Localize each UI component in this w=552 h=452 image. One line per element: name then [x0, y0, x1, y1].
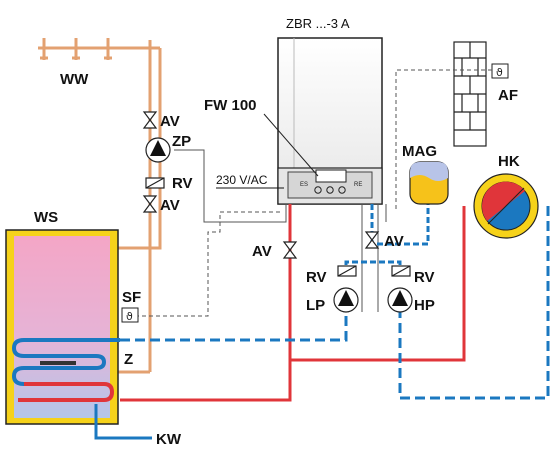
fw100-leader — [263, 113, 319, 177]
shutoff-valve-av4 — [364, 231, 380, 249]
label-af: AF — [498, 87, 518, 104]
circulation-pump-zp — [145, 137, 171, 163]
return-from-heating — [398, 206, 550, 400]
expansion-vessel — [409, 161, 449, 205]
label-hk: HK — [498, 153, 520, 170]
outside-wall — [453, 41, 487, 147]
boiler-pipes — [288, 204, 387, 360]
check-valve-rv2 — [337, 265, 357, 277]
flow-to-tank — [120, 360, 292, 402]
label-zp: ZP — [172, 133, 191, 150]
boiler — [277, 37, 383, 205]
storage-sensor-symbol: ϑ — [126, 310, 133, 323]
outdoor-sensor-symbol: ϑ — [496, 66, 503, 79]
heating-pump-hp — [387, 287, 413, 313]
label-mag: MAG — [402, 143, 437, 160]
label-rv2: RV — [306, 269, 327, 286]
hot-water-taps — [38, 38, 160, 60]
label-av2: AV — [160, 197, 180, 214]
label-ww: WW — [60, 71, 89, 88]
shutoff-valve-av2 — [142, 195, 158, 213]
label-av3: AV — [252, 243, 272, 260]
check-valve-rv1 — [145, 177, 165, 189]
label-voltage: 230 V/AC — [216, 173, 268, 187]
label-hp: HP — [414, 297, 435, 314]
label-kw: KW — [156, 431, 182, 448]
label-rv3: RV — [414, 269, 435, 286]
flow-to-heating — [290, 206, 466, 362]
storage-charge-pump-lp — [333, 287, 359, 313]
label-rv1: RV — [172, 175, 193, 192]
storage-tank — [5, 229, 119, 425]
shutoff-valve-av3 — [282, 241, 298, 259]
label-av1: AV — [160, 113, 180, 130]
cold-water-feed — [94, 404, 152, 440]
check-valve-rv3 — [391, 265, 411, 277]
label-ws: WS — [34, 209, 58, 226]
label-z: Z — [124, 351, 133, 368]
storage-sensor — [121, 307, 139, 323]
heating-circuit — [473, 173, 539, 239]
outdoor-sensor — [491, 63, 509, 79]
tank-coil-blue — [11, 338, 120, 386]
boiler-left-mark: ES — [300, 182, 308, 188]
shutoff-valve-av1 — [142, 111, 158, 129]
tank-heater-element — [40, 361, 76, 365]
pump-power-line — [174, 149, 287, 223]
label-sf: SF — [122, 289, 141, 306]
return-from-tank — [120, 300, 348, 342]
label-fw100: FW 100 — [204, 97, 257, 114]
tank-coil-red — [18, 382, 115, 402]
boiler-right-mark: RE — [354, 182, 362, 188]
label-boiler-model: ZBR ...-3 A — [286, 16, 350, 31]
label-lp: LP — [306, 297, 325, 314]
control-lines — [136, 69, 492, 317]
label-av4: AV — [384, 233, 404, 250]
